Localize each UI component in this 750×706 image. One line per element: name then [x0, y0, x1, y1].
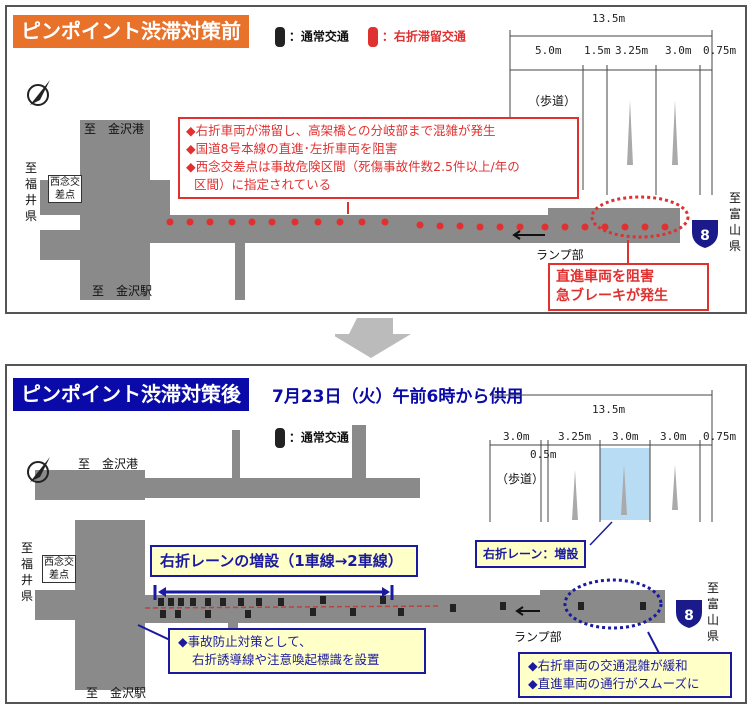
place-north: 至 金沢港 [78, 457, 139, 471]
ramp-label: ランプ部 [536, 248, 584, 262]
effect-line: ◆直進車両の通行がスムーズに [528, 676, 700, 691]
car-black-icon [275, 27, 285, 47]
sidewalk-label: （歩道） [528, 94, 577, 108]
sidewalk-label: （歩道） [496, 472, 545, 486]
dim-width: 3.25m [558, 430, 592, 443]
dim-width: 5.0m [535, 44, 562, 57]
dim-width: 0.75m [703, 44, 737, 57]
intersection-label: 西念交差点 [42, 555, 76, 583]
before-title: ピンポイント渋滞対策前 [13, 15, 249, 48]
ramp-label: ランプ部 [514, 630, 562, 644]
issue-item: 区間）に指定されている [194, 177, 332, 192]
alert-box: 直進車両を阻害 急ブレーキが発生 [548, 263, 709, 311]
down-arrow-icon [335, 318, 411, 358]
compass-icon [27, 80, 50, 106]
effects-box: ◆右折車両の交通混雑が緩和 ◆直進車両の通行がスムーズに [518, 652, 732, 698]
dim-total: 13.5m [592, 403, 626, 416]
place-west: 至福井県 [20, 541, 33, 603]
dim-width: 0.75m [703, 430, 737, 443]
car-black-icon [275, 428, 285, 448]
route-8-shield-icon: 8 [676, 600, 702, 628]
safety-line: 右折誘導線や注意喚起標識を設置 [192, 652, 380, 667]
alert-line: 急ブレーキが発生 [556, 288, 668, 304]
place-east: 至富山県 [728, 191, 741, 253]
route-8-shield-icon: 8 [692, 220, 718, 248]
intersection-label: 西念交差点 [48, 175, 82, 203]
issue-item: ◆西念交差点は事故危険区間（死傷事故件数2.5件以上/年の [186, 159, 520, 174]
place-east: 至富山県 [706, 581, 719, 643]
lane-added-box: 右折レーンの増設（1車線→2車線） [150, 545, 418, 577]
dim-width: 3.0m [665, 44, 692, 57]
alert-line: 直進車両を阻害 [556, 269, 654, 285]
legend-right-turn: ：右折滞留交通 [368, 27, 466, 47]
lane-callout: 右折レーン：増設 [475, 540, 587, 568]
service-date: 7月23日（火）午前6時から供用 [272, 387, 524, 407]
dim-width: 3.0m [503, 430, 530, 443]
place-south: 至 金沢駅 [86, 686, 147, 700]
svg-text:8: 8 [700, 228, 710, 244]
dim-width: 3.0m [612, 430, 639, 443]
issues-box: ◆右折車両が滞留し、高架橋との分岐部まで混雑が発生 ◆国道8号本線の直進･左折車… [178, 117, 579, 199]
dim-total: 13.5m [592, 12, 626, 25]
place-north: 至 金沢港 [84, 122, 145, 136]
issue-item: ◆右折車両が滞留し、高架橋との分岐部まで混雑が発生 [186, 123, 496, 138]
safety-line: ◆事故防止対策として、 [178, 634, 312, 649]
dim-width: 3.25m [615, 44, 649, 57]
dim-width: 3.0m [660, 430, 687, 443]
place-west: 至福井県 [24, 161, 37, 223]
safety-box: ◆事故防止対策として、 右折誘導線や注意喚起標識を設置 [168, 628, 426, 674]
dim-width: 1.5m [584, 44, 611, 57]
issue-item: ◆国道8号本線の直進･左折車両を阻害 [186, 141, 398, 156]
legend-normal: ：通常交通 [275, 27, 349, 47]
car-red-icon [368, 27, 378, 47]
effect-line: ◆右折車両の交通混雑が緩和 [528, 658, 688, 673]
compass-icon [27, 457, 50, 483]
after-title: ピンポイント渋滞対策後 [13, 378, 249, 411]
legend-normal: ：通常交通 [275, 428, 349, 448]
svg-text:8: 8 [684, 608, 694, 624]
place-south: 至 金沢駅 [92, 284, 153, 298]
dim-sub: 0.5m [530, 448, 557, 461]
